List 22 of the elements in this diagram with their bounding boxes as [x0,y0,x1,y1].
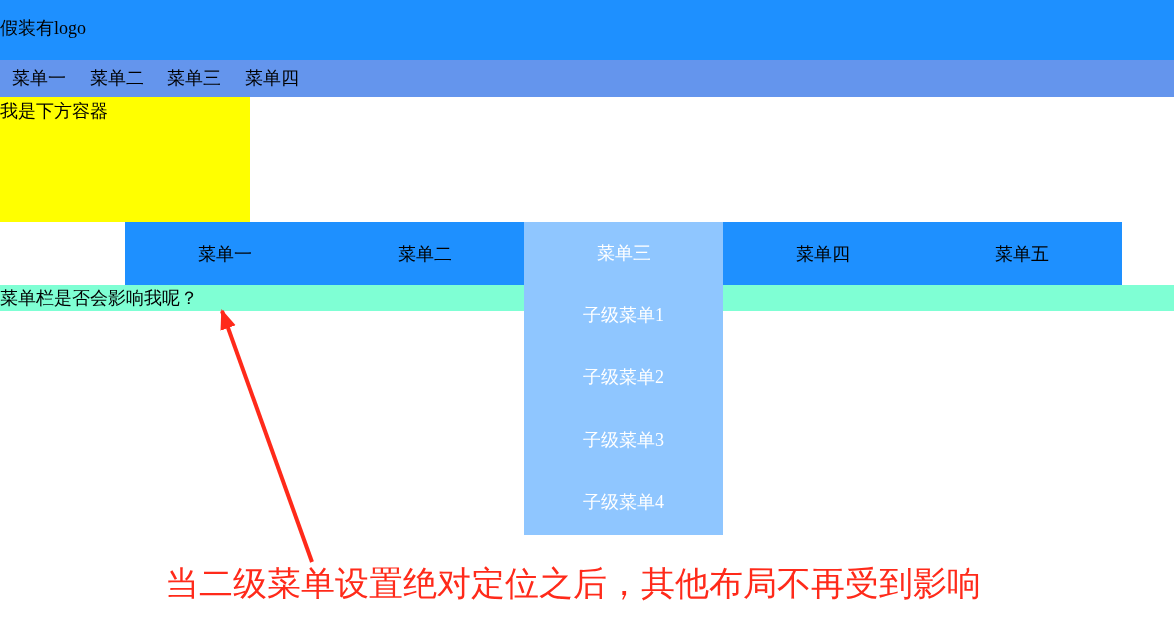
menu-item: 菜单四 [723,222,923,285]
submenu-item: 子级菜单1 [582,304,665,326]
nav-bar [0,60,1174,97]
dropdown-menu [524,222,723,535]
submenu-item: 子级菜单3 [582,429,665,451]
annotation-text: 当二级菜单设置绝对定位之后，其他布局不再受到影响 [165,562,985,606]
menu-item: 菜单三 [595,242,652,264]
nav-link: 菜单二 [90,67,144,89]
nav-link: 菜单四 [245,67,299,89]
site-title: 假装有logo [0,17,86,39]
submenu-item: 子级菜单2 [582,366,665,388]
container-text: 我是下方容器 [0,100,108,122]
header-bar [0,0,1174,60]
content-text: 菜单栏是否会影响我呢？ [0,287,198,309]
menu-item: 菜单二 [325,222,525,285]
container-box [0,97,250,222]
annotation-arrow [220,309,314,563]
menu-item: 菜单五 [922,222,1122,285]
submenu-item: 子级菜单4 [582,491,665,513]
nav-link: 菜单三 [167,67,221,89]
nav-link: 菜单一 [12,67,66,89]
menu-item: 菜单一 [125,222,325,285]
